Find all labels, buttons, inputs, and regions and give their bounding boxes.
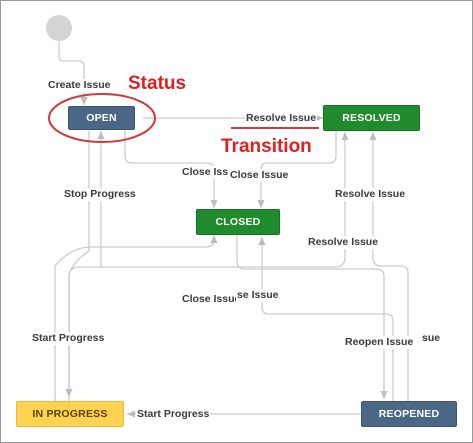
- edge-create-issue: [58, 41, 88, 105]
- transition-issue-fragment[interactable]: sue: [421, 332, 442, 345]
- edge-close-resolved: [257, 130, 337, 208]
- edge-close-reopened: [258, 237, 394, 401]
- edge-close-inprogress: [54, 235, 218, 401]
- status-in-progress[interactable]: IN PROGRESS: [16, 401, 124, 427]
- transition-close-issue-lower-right[interactable]: se Issue: [236, 289, 280, 302]
- transition-close-issue-lower-left[interactable]: Close Issue: [181, 293, 242, 306]
- transition-resolve-issue-mid[interactable]: Resolve Issue: [307, 236, 380, 249]
- transition-resolve-issue-right[interactable]: Resolve Issue: [334, 188, 407, 201]
- transition-reopen-issue[interactable]: Reopen Issue: [344, 336, 415, 349]
- status-highlight-ellipse: [48, 93, 156, 143]
- status-reopened[interactable]: REOPENED: [361, 401, 457, 427]
- edge-start-open: [65, 131, 90, 397]
- transition-start-progress-bottom[interactable]: Start Progress: [136, 408, 211, 421]
- edge-reopen: [236, 235, 388, 399]
- transition-stop-progress[interactable]: Stop Progress: [63, 188, 137, 201]
- status-open[interactable]: OPEN: [68, 106, 135, 130]
- start-node: [46, 15, 72, 41]
- transition-close-issue-left[interactable]: Close Iss: [181, 166, 230, 179]
- status-resolved[interactable]: RESOLVED: [323, 105, 420, 131]
- edge-resolve-reopened: [369, 132, 409, 401]
- transition-create-issue[interactable]: Create Issue: [47, 79, 112, 92]
- transition-close-issue-center[interactable]: Close Issue: [229, 169, 290, 182]
- status-closed[interactable]: CLOSED: [196, 209, 280, 235]
- annotation-transition: Transition: [221, 136, 312, 157]
- annotation-status: Status: [128, 73, 187, 94]
- transition-start-progress-left[interactable]: Start Progress: [31, 332, 106, 345]
- transition-resolve-issue-top[interactable]: Resolve Issue: [245, 112, 318, 125]
